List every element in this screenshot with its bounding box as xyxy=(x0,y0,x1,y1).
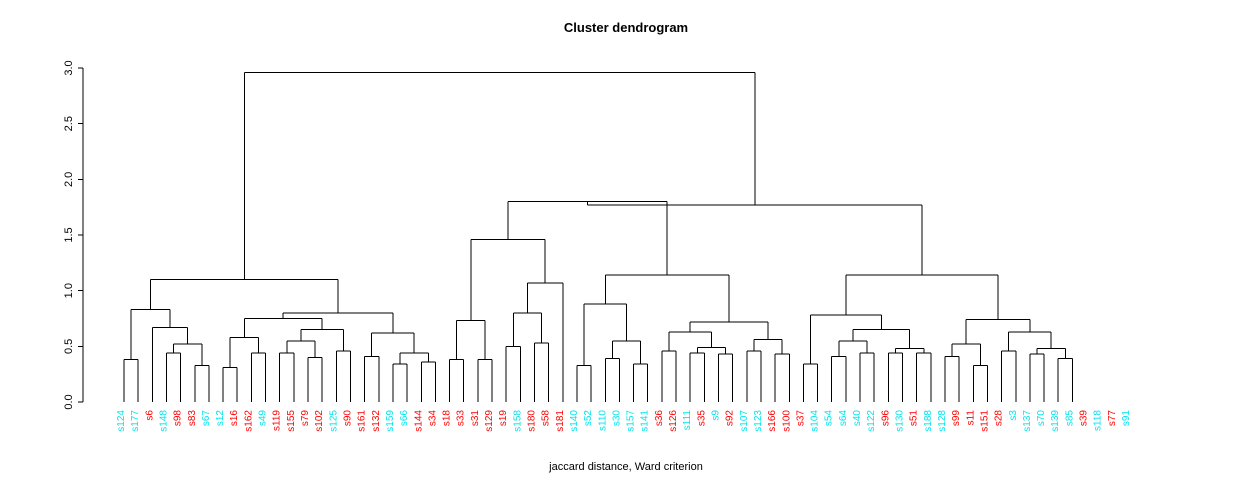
leaf-label: s33 xyxy=(456,410,467,427)
leaf-label: s52 xyxy=(583,410,594,427)
leaf-label: s31 xyxy=(470,410,481,427)
leaf-label: s83 xyxy=(187,410,198,427)
leaf-label: s58 xyxy=(541,410,552,427)
leaf-label: s141 xyxy=(640,410,651,432)
leaf-label: s70 xyxy=(1036,410,1047,427)
leaf-label: s166 xyxy=(767,410,778,432)
leaf-label: s3 xyxy=(1008,410,1019,421)
leaf-label: s161 xyxy=(357,410,368,432)
y-axis-tick-label: 0.5 xyxy=(63,339,75,354)
leaf-label: s11 xyxy=(965,410,976,426)
leaf-label: s107 xyxy=(739,410,750,432)
leaf-label: s129 xyxy=(484,410,495,432)
leaf-label: s159 xyxy=(385,410,396,432)
leaf-label: s181 xyxy=(555,410,566,432)
leaf-label: s39 xyxy=(1079,410,1090,427)
leaf-label: s137 xyxy=(1022,410,1033,432)
leaf-label: s130 xyxy=(895,410,906,432)
leaf-label: s162 xyxy=(243,410,254,432)
leaf-label: s100 xyxy=(781,410,792,432)
leaf-label: s77 xyxy=(1107,410,1118,427)
leaf-label: s98 xyxy=(173,410,184,427)
leaf-label: s122 xyxy=(866,410,877,432)
leaf-label: s51 xyxy=(909,410,920,427)
y-axis-tick-label: 2.5 xyxy=(63,116,75,131)
leaf-label: s64 xyxy=(838,410,849,427)
leaf-label: s104 xyxy=(810,410,821,432)
leaf-label: s91 xyxy=(1121,410,1132,427)
leaf-label: s12 xyxy=(215,410,226,427)
y-axis-tick-label: 2.0 xyxy=(63,172,75,187)
leaf-label: s123 xyxy=(753,410,764,432)
leaf-label: s54 xyxy=(824,410,835,427)
leaf-label: s85 xyxy=(1064,410,1075,427)
y-axis-tick-label: 0.0 xyxy=(63,394,75,409)
leaf-label: s128 xyxy=(937,410,948,432)
leaf-label: s37 xyxy=(795,410,806,427)
leaf-label: s180 xyxy=(526,410,537,432)
leaf-label: s19 xyxy=(498,410,509,427)
leaf-label: s96 xyxy=(880,410,891,427)
leaf-label: s124 xyxy=(116,410,127,432)
leaf-label: s148 xyxy=(158,410,169,432)
leaf-label: s18 xyxy=(442,410,453,427)
leaf-label: s155 xyxy=(286,410,297,432)
leaf-label: s49 xyxy=(258,410,269,427)
page-title: Cluster dendrogram xyxy=(564,20,688,35)
leaf-label: s125 xyxy=(328,410,339,432)
y-axis-tick-label: 1.0 xyxy=(63,283,75,298)
leaf-label: s110 xyxy=(597,410,608,431)
leaf-label: s67 xyxy=(201,410,212,427)
leaf-label: s158 xyxy=(512,410,523,432)
leaf-label: s36 xyxy=(654,410,665,427)
leaf-label: s28 xyxy=(994,410,1005,427)
leaf-label: s35 xyxy=(696,410,707,427)
leaf-label: s118 xyxy=(1093,410,1104,431)
x-axis-label: jaccard distance, Ward criterion xyxy=(548,461,703,473)
leaf-label: s126 xyxy=(668,410,679,432)
leaf-label: s34 xyxy=(427,410,438,427)
leaf-label: s79 xyxy=(300,410,311,427)
leaf-label: s111 xyxy=(682,410,693,431)
leaf-label: s66 xyxy=(399,410,410,427)
leaf-label: s6 xyxy=(144,410,155,421)
leaf-label: s40 xyxy=(852,410,863,427)
leaf-label: s119 xyxy=(272,410,283,431)
leaf-label: s132 xyxy=(371,410,382,432)
leaf-label: s188 xyxy=(923,410,934,432)
leaf-label: s90 xyxy=(342,410,353,427)
y-axis-tick-label: 3.0 xyxy=(63,60,75,75)
leaf-label: s139 xyxy=(1050,410,1061,432)
leaf-label: s140 xyxy=(569,410,580,432)
leaf-label: s99 xyxy=(951,410,962,427)
y-axis-tick-label: 1.5 xyxy=(63,227,75,242)
leaf-label: s92 xyxy=(725,410,736,427)
leaf-label: s151 xyxy=(979,410,990,432)
leaf-label: s9 xyxy=(711,410,722,421)
leaf-label: s157 xyxy=(626,410,637,432)
leaf-label: s177 xyxy=(130,410,141,432)
leaf-label: s16 xyxy=(229,410,240,427)
leaf-label: s144 xyxy=(413,410,424,432)
leaf-label: s102 xyxy=(314,410,325,432)
leaf-label: s30 xyxy=(611,410,622,427)
